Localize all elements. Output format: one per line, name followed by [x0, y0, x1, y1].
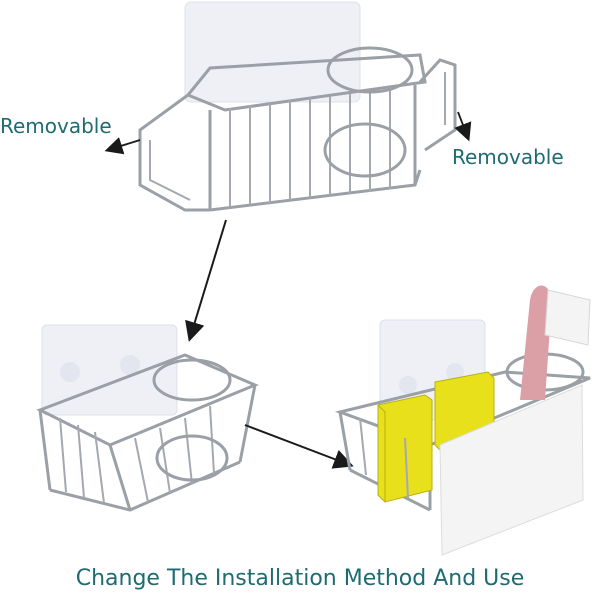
right-removable-arm [418, 58, 457, 152]
wall-mounted-basket [36, 324, 259, 512]
basket-top-rim [185, 53, 427, 112]
removable-label-left: Removable [0, 114, 112, 138]
arrow-to-wall-mount [185, 219, 227, 342]
arrow-to-in-use [244, 424, 354, 469]
top-caddy [138, 1, 457, 212]
white-cover-panel [439, 384, 584, 556]
basket-in-use [334, 285, 591, 556]
removable-label-right: Removable [452, 145, 564, 169]
adhesive-plate-top [184, 1, 361, 103]
right-removable-arrow [454, 111, 472, 142]
caption: Change The Installation Method And Use [75, 566, 525, 591]
left-removable-arrow [104, 137, 141, 155]
adhesive-plate-left [41, 324, 178, 416]
brush-bristles [544, 289, 591, 346]
left-removable-arm [138, 93, 210, 212]
brush-handle [520, 285, 552, 400]
